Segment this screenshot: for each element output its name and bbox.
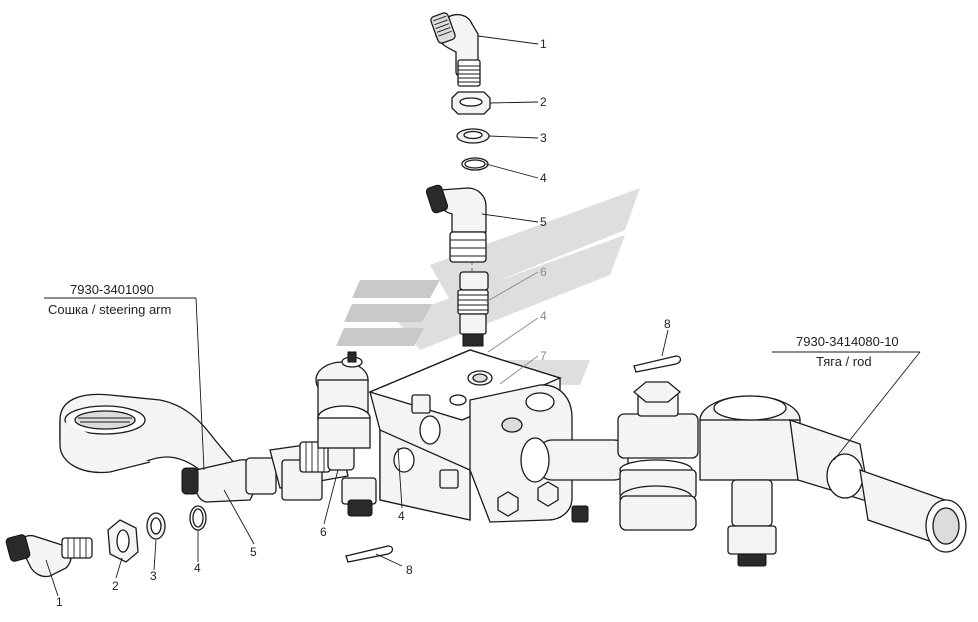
lower-plug-left (341, 477, 377, 517)
steering-arm (59, 393, 241, 493)
top-o-ring (461, 157, 489, 171)
callout-4-mid: 4 (540, 309, 547, 323)
top-elbow-fitting (430, 12, 481, 87)
callout-4-bottom: 4 (194, 561, 201, 575)
steering-arm-caption: 7930-3401090 Сошка / steering arm (48, 282, 171, 317)
lower-bolts (497, 481, 589, 523)
bottom-washer (146, 512, 166, 540)
cotter-pin-right (633, 355, 682, 373)
callout-labels: 1 2 3 4 5 6 4 7 8 1 2 3 4 5 6 4 8 (56, 37, 671, 609)
callout-4-top: 4 (540, 171, 547, 185)
top-adapter-fitting (457, 271, 489, 347)
bottom-elbow-fitting (5, 534, 93, 578)
callout-2-top: 2 (540, 95, 547, 109)
tie-rod-end-center (617, 381, 699, 531)
rod-caption: 7930-3414080-10 Тяга / rod (796, 334, 899, 369)
bottom-nut (107, 519, 139, 563)
callout-4-body: 4 (398, 509, 405, 523)
callout-7: 7 (540, 349, 547, 363)
steering-arm-part-number: 7930-3401090 (70, 282, 154, 297)
rod-part-number: 7930-3414080-10 (796, 334, 899, 349)
leader-lines (44, 35, 921, 597)
callout-8-right: 8 (664, 317, 671, 331)
top-elbow-fitting-2 (425, 184, 487, 263)
tie-rod-end-right (699, 395, 801, 567)
tie-rod-tube (789, 419, 967, 553)
callout-5-bottom: 5 (250, 545, 257, 559)
callout-3-bottom: 3 (150, 569, 157, 583)
top-washer (456, 128, 490, 144)
callout-5-top: 5 (540, 215, 547, 229)
callout-6-top: 6 (540, 265, 547, 279)
callout-2-bottom: 2 (112, 579, 119, 593)
arm-elbow-fitting (181, 457, 277, 503)
callout-6-bottom: 6 (320, 525, 327, 539)
ball-joint-left (315, 351, 371, 449)
callout-3-top: 3 (540, 131, 547, 145)
rod-name: Тяга / rod (816, 354, 872, 369)
top-nut (451, 91, 491, 115)
bottom-o-ring (189, 505, 207, 531)
callout-1-top: 1 (540, 37, 547, 51)
cotter-pin-bottom (345, 545, 394, 563)
callout-8-bottom: 8 (406, 563, 413, 577)
callout-1-bottom: 1 (56, 595, 63, 609)
steering-arm-name: Сошка / steering arm (48, 302, 171, 317)
